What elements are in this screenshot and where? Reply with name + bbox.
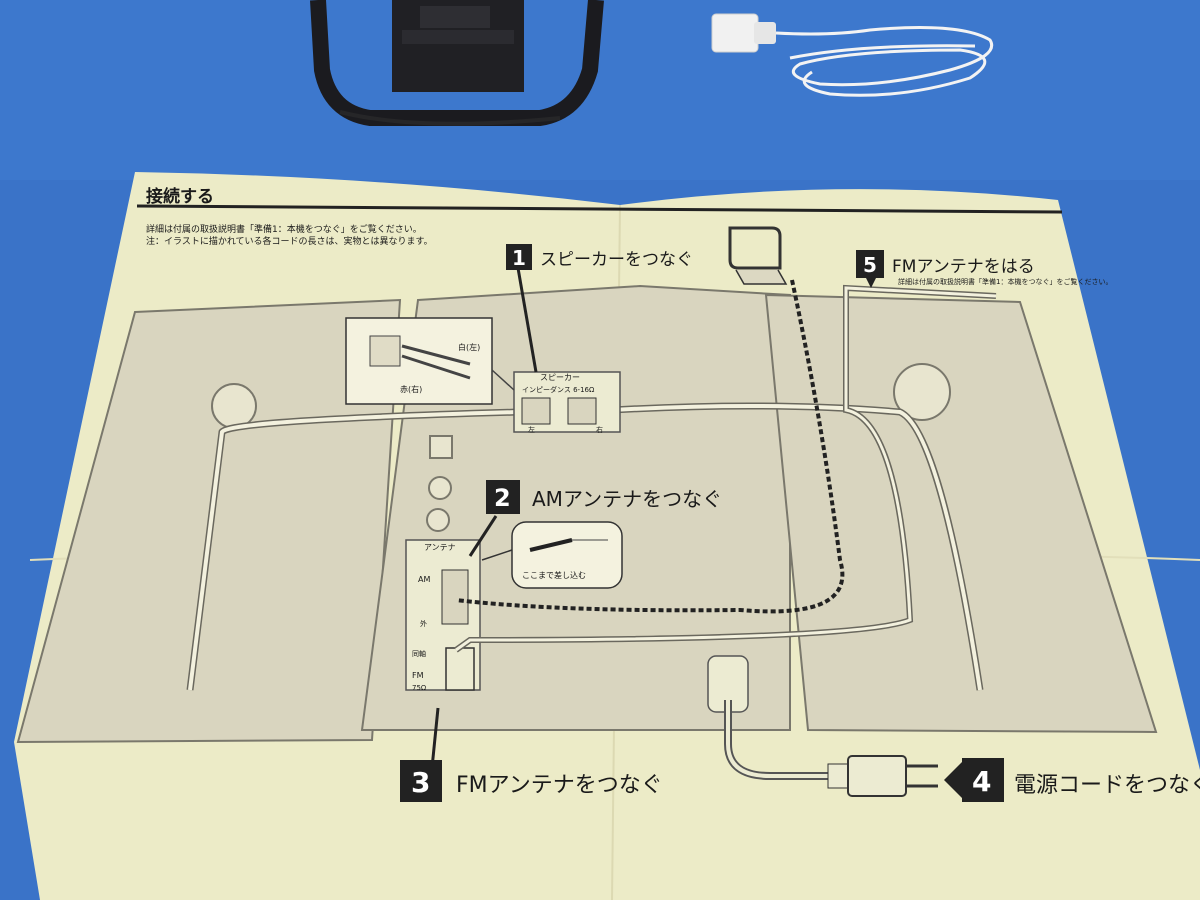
am-terminal-label: AM (418, 575, 430, 584)
step-5-note: 詳細は付属の取扱説明書「準備1：本機をつなぐ」をご覧ください。 (898, 277, 1112, 286)
insert-depth-label: ここまで差し込む (522, 570, 586, 580)
inset-white-label: 白(左) (458, 342, 480, 352)
step-pointers (430, 267, 538, 769)
fm-ohm-label: 75Ω (412, 684, 427, 692)
speaker-right-mark: 右 (596, 425, 603, 434)
step-5-label: FMアンテナをはる (892, 257, 1035, 277)
ground-terminal-label: 外 (420, 619, 427, 628)
speaker-impedance-label: インピーダンス 6-16Ω (522, 385, 595, 394)
am-antenna-lead (455, 279, 845, 614)
antenna-panel (405, 539, 481, 691)
speaker-terminal-label: スピーカー (540, 373, 580, 382)
step-1-number: 1 (512, 246, 526, 270)
step-3-label: FMアンテナをつなぐ (456, 773, 663, 798)
sheet-note-1: 詳細は付属の取扱説明書「準備1：本機をつなぐ」をご覧ください。 (146, 223, 422, 235)
sheet-title: 接続する (146, 186, 214, 207)
step-1: 1 スピーカーをつなぐ (506, 244, 693, 270)
step-3: 3 FMアンテナをつなぐ (400, 760, 663, 802)
am-antenna-drawing (728, 226, 788, 285)
step-4-number: 4 (972, 765, 991, 798)
step-1-label: スピーカーをつなぐ (540, 250, 693, 270)
right-speaker-drawing (764, 293, 1158, 734)
step-3-number: 3 (411, 766, 430, 799)
sheet-note-2: 注：イラストに描かれている各コードの長さは、実物とは異なります。 (146, 235, 433, 247)
step-2-label: AMアンテナをつなぐ (532, 487, 722, 511)
step-4: 4 電源コードをつなぐ (944, 758, 1200, 802)
insert-depth-inset (481, 521, 623, 589)
step-5-number: 5 (863, 253, 877, 277)
speaker-wire-inset (345, 317, 515, 405)
fm-wire-antenna-object (711, 13, 994, 97)
speaker-left-mark: 左 (528, 425, 535, 434)
inset-red-label: 赤(右) (400, 384, 422, 394)
coax-label: 同軸 (412, 649, 426, 658)
step-2: 2 AMアンテナをつなぐ (486, 480, 722, 514)
antenna-panel-label: アンテナ (424, 543, 456, 552)
power-cord-drawing (707, 655, 938, 797)
step-5: 5 FMアンテナをはる 詳細は付属の取扱説明書「準備1：本機をつなぐ」をご覧くだ… (856, 250, 1112, 288)
step-2-number: 2 (494, 484, 511, 512)
speaker-terminal (513, 371, 621, 433)
step-4-label: 電源コードをつなぐ (1014, 773, 1200, 798)
fm-terminal-label: FM (412, 671, 424, 680)
am-loop-antenna-object (310, 0, 604, 126)
